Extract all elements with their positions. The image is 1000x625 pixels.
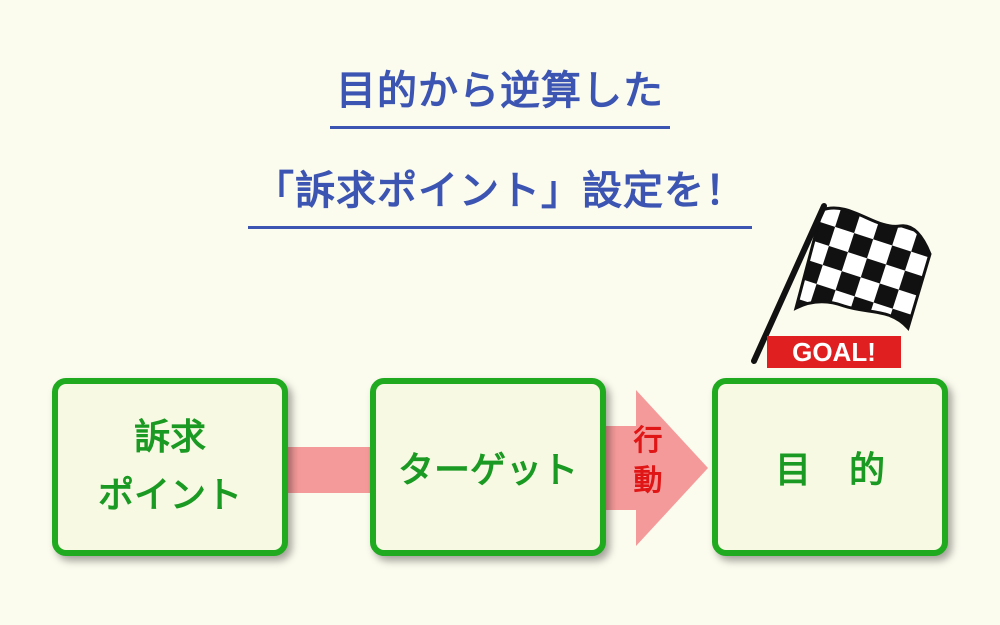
target-label: ターゲット [397, 450, 578, 491]
goal-badge: GOAL! [767, 336, 901, 368]
title-text-2: 「訴求ポイント」設定を！ [248, 158, 752, 229]
title-line-2: 「訴求ポイント」設定を！ [0, 158, 1000, 229]
purpose-label: 目的 [774, 450, 923, 491]
title-line-1: 目的から逆算した [0, 58, 1000, 129]
action-label-char-2: 動 [633, 463, 663, 497]
title-text-1: 目的から逆算した [330, 58, 670, 129]
purpose-box: 目的 [712, 378, 948, 556]
connector-bar [288, 447, 370, 493]
appeal-point-line-1: 訴求 [133, 417, 206, 458]
checkered-flag-icon [751, 203, 932, 364]
action-label-char-1: 行 [633, 423, 663, 457]
action-label: 行 動 [628, 420, 668, 500]
appeal-point-line-2: ポイント [97, 475, 242, 516]
target-box: ターゲット [370, 378, 606, 556]
action-arrow [604, 390, 708, 546]
appeal-point-box: 訴求 ポイント [52, 378, 288, 556]
